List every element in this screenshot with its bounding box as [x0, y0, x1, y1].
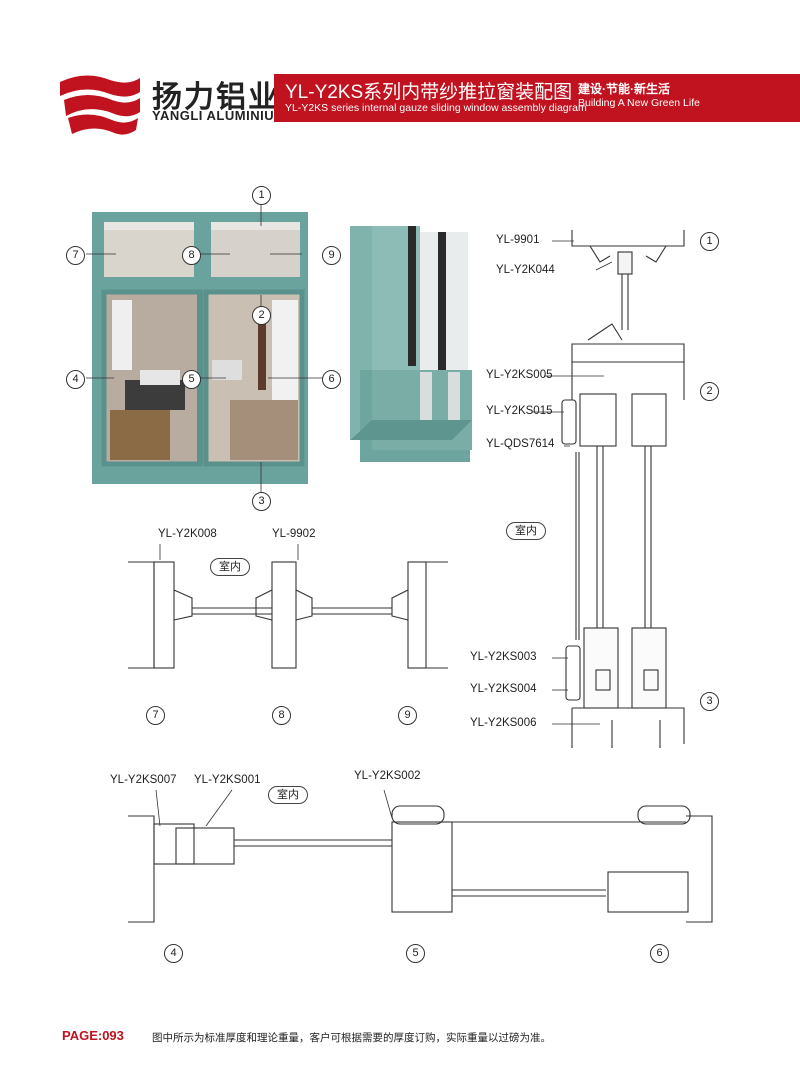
top-light-right	[211, 222, 300, 277]
page-title-cn: YL-Y2KS系列内带纱推拉窗装配图	[285, 82, 573, 103]
marker-3: 3	[252, 492, 271, 511]
slogan-cn: 建设·节能·新生活	[578, 82, 670, 96]
marker-6: 6	[322, 370, 341, 389]
indoor-label: 室内	[268, 786, 308, 804]
section-marker-1: 1	[700, 232, 719, 251]
title-band	[274, 74, 800, 122]
part-label: YL-Y2KS015	[486, 405, 553, 417]
marker-7: 7	[66, 246, 85, 265]
part-label: YL-9902	[272, 528, 316, 540]
marker-2: 2	[252, 306, 271, 325]
indoor-label: 室内	[210, 558, 250, 576]
section-marker-5: 5	[406, 944, 425, 963]
slogan-en: Building A New Green Life	[578, 97, 700, 109]
indoor-label: 室内	[506, 522, 546, 540]
part-label: YL-Y2KS001	[194, 774, 261, 786]
brand-name-en: YANGLI ALUMINIUM	[152, 108, 286, 123]
part-label: YL-Y2K008	[158, 528, 217, 540]
part-label: YL-Y2KS005	[486, 369, 553, 381]
part-label: YL-Y2K044	[496, 264, 555, 276]
footnote: 图中所示为标准厚度和理论重量，客户可根据需要的厚度订购，实际重量以过磅为准。	[152, 1032, 551, 1044]
section-marker-4: 4	[164, 944, 183, 963]
section-marker-8: 8	[272, 706, 291, 725]
section-marker-9: 9	[398, 706, 417, 725]
part-label: YL-Y2KS006	[470, 717, 537, 729]
marker-4: 4	[66, 370, 85, 389]
part-label: YL-Y2KS003	[470, 651, 537, 663]
section-marker-6: 6	[650, 944, 669, 963]
marker-8: 8	[182, 246, 201, 265]
part-label: YL-QDS7614	[486, 438, 555, 450]
marker-9: 9	[322, 246, 341, 265]
yangli-logo	[60, 75, 140, 135]
section-marker-2: 2	[700, 382, 719, 401]
profile-3d	[350, 226, 472, 462]
part-label: YL-9901	[496, 234, 540, 246]
section-456	[128, 805, 713, 923]
section-marker-3: 3	[700, 692, 719, 711]
part-label: YL-Y2KS002	[354, 770, 421, 782]
section-marker-7: 7	[146, 706, 165, 725]
part-label: YL-Y2KS007	[110, 774, 177, 786]
marker-5: 5	[182, 370, 201, 389]
section-789	[128, 561, 448, 669]
vertical-section	[561, 230, 685, 748]
top-light-left	[104, 222, 194, 277]
brand-name-cn: 扬力铝业	[152, 81, 280, 114]
page-title-en: YL-Y2KS series internal gauze sliding wi…	[285, 102, 587, 114]
page-number: PAGE:093	[62, 1028, 124, 1043]
part-label: YL-Y2KS004	[470, 683, 537, 695]
marker-1: 1	[252, 186, 271, 205]
